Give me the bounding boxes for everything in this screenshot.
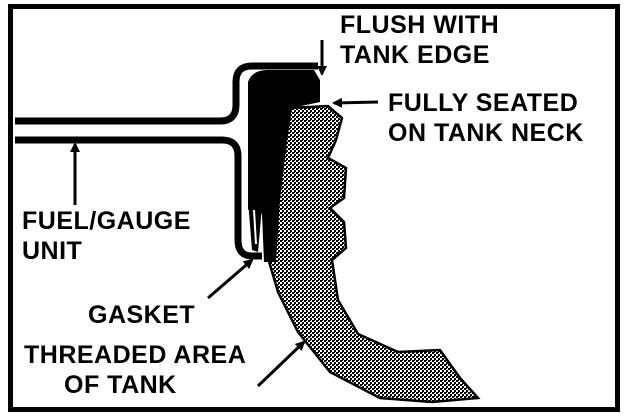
- label-flush-line2: TANK EDGE: [340, 41, 490, 69]
- gasket-arrow: [207, 258, 254, 300]
- label-flush-line1: FLUSH WITH: [340, 11, 500, 39]
- label-fuel-line2: UNIT: [22, 237, 83, 265]
- threaded-area-arrow: [256, 340, 306, 388]
- label-seated-line1: FULLY SEATED: [388, 89, 579, 117]
- label-threaded-line2: OF TANK: [64, 371, 177, 399]
- gasket: [248, 200, 262, 252]
- cap-ring: [248, 70, 320, 262]
- label-threaded-line1: THREADED AREA: [24, 341, 247, 369]
- seated-arrow: [332, 97, 379, 108]
- tank-neck-threaded-area: [266, 104, 481, 404]
- label-fuel-line1: FUEL/GAUGE: [22, 207, 191, 235]
- label-gasket: GASKET: [88, 301, 196, 329]
- label-seated-line2: ON TANK NECK: [388, 119, 584, 147]
